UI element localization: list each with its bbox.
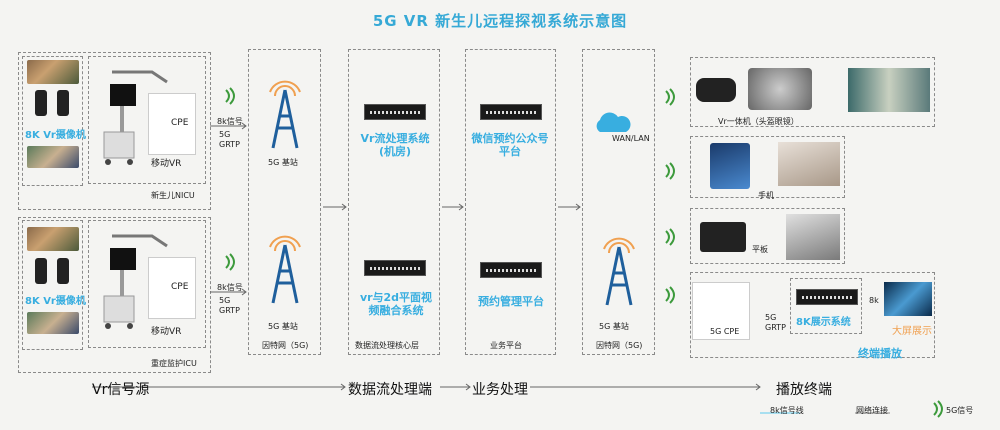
phone-icon (710, 143, 750, 189)
legend-8k-line: 8k信号线 (770, 406, 804, 415)
cpe-device: CPE (148, 93, 196, 155)
tablet-label: 平板 (752, 245, 768, 254)
phone-label: 手机 (758, 191, 774, 200)
5g-signal-icon (665, 286, 675, 304)
server-icon (364, 260, 426, 276)
wechat-platform: 微信预约公众号平台 (471, 132, 549, 158)
vr-stream-system: Vr流处理系统(机房) (360, 132, 430, 158)
biz-column (465, 49, 556, 355)
vr-view-image (748, 68, 812, 110)
5g-cpe-device (692, 282, 750, 340)
bs-label: 5G 基站 (268, 158, 298, 167)
source-icu-frame (18, 217, 211, 373)
camera-frame-top (22, 56, 83, 186)
mobile-vr-frame (88, 220, 206, 348)
vr-cart-icon (103, 70, 168, 165)
5g-signal-icon (225, 253, 235, 271)
panorama-thumb (27, 312, 79, 334)
phone-user-image (778, 142, 840, 186)
icu-caption: 重症监护ICU (151, 359, 197, 368)
link-grtp-label: 5G GRTP (219, 296, 240, 315)
link-8k-label: 8k信号 (217, 117, 243, 126)
mobile-vr-label: 移动VR (151, 159, 182, 169)
biz-caption: 业务平台 (490, 341, 522, 350)
mobile-vr-label: 移动VR (151, 327, 182, 337)
vr-camera-icon (35, 258, 47, 284)
diagram-title: 5G VR 新生儿远程探视系统示意图 (372, 12, 628, 30)
tablet-icon (700, 222, 746, 252)
cpe-label: CPE (171, 118, 189, 128)
cloud-icon (596, 112, 631, 132)
big-screen-image (884, 282, 932, 316)
server-icon (480, 262, 542, 278)
mobile-vr-frame (88, 56, 206, 184)
nicu-caption: 新生儿NICU (151, 191, 195, 200)
tablet-user-image (786, 214, 840, 260)
terminal-play-caption: 终端播放 (858, 347, 902, 360)
core-column (348, 49, 440, 355)
panorama-thumb (27, 227, 79, 251)
5g-signal-icon (665, 162, 675, 180)
vr-cart-icon (103, 234, 168, 329)
flow-terminal-label: 播放终端 (776, 382, 832, 398)
camera-label: 8K Vr摄像机 (25, 130, 86, 141)
link-8k-label: 8k信号 (217, 283, 243, 292)
legend-network: 网络连接 (856, 406, 888, 415)
vr-headset-icon (696, 78, 736, 102)
big-screen-label: 大屏展示 (892, 326, 932, 337)
cpe-device: CPE (148, 257, 196, 319)
panorama-thumb (27, 146, 79, 168)
legend-5g-signal-icon (933, 400, 943, 418)
flow-process-label: 数据流处理端 (348, 382, 432, 398)
vr-camera-icon (57, 258, 69, 284)
legend-5g-signal: 5G信号 (946, 406, 974, 415)
camera-frame-bottom (22, 220, 83, 350)
display-8k-label: 8k (869, 296, 879, 305)
core-caption: 数据流处理核心层 (355, 341, 419, 350)
flow-source-label: Vr信号源 (92, 382, 150, 398)
5g-tower-icon (269, 235, 301, 304)
panorama-thumb (27, 60, 79, 84)
flow-business-label: 业务处理 (472, 382, 528, 398)
5g-tower-icon (603, 237, 635, 306)
vr-camera-icon (35, 90, 47, 116)
bs-column-left (248, 49, 321, 355)
camera-label: 8K Vr摄像机 (25, 296, 86, 307)
server-icon (480, 104, 542, 120)
bs-label: 5G 基站 (599, 322, 629, 331)
ward-panorama-image (848, 68, 930, 112)
5g-signal-icon (225, 87, 235, 105)
bs-caption: 因特网（5G) (596, 341, 643, 350)
5g-signal-icon (665, 88, 675, 106)
server-icon (796, 289, 858, 305)
5g-cpe-label: 5G CPE (710, 327, 740, 336)
link-grtp-label: 5G GRTP (219, 130, 240, 149)
5g-tower-icon (269, 80, 301, 149)
tablet-terminal-frame (690, 208, 845, 264)
vr-terminal-frame (690, 57, 935, 127)
display-system-frame (790, 278, 862, 334)
display-system-label: 8K展示系统 (796, 317, 851, 328)
vr-2d-fusion-system: vr与2d平面视频融合系统 (359, 291, 433, 317)
server-icon (364, 104, 426, 120)
wan-lan-label: WAN/LAN (612, 134, 650, 143)
booking-platform: 预约管理平台 (478, 295, 544, 308)
cpe-label: CPE (171, 282, 189, 292)
display-terminal-frame (690, 272, 935, 358)
net-column-right (582, 49, 655, 355)
bs-label: 5G 基站 (268, 322, 298, 331)
display-link-label: 5G GRTP (765, 313, 786, 332)
vr-terminal-label: Vr一体机（头盔眼镜） (718, 117, 799, 126)
5g-signal-icon (665, 228, 675, 246)
bs-caption: 因特网（5G) (262, 341, 309, 350)
phone-terminal-frame (690, 136, 845, 198)
source-nicu-frame (18, 52, 211, 210)
vr-camera-icon (57, 90, 69, 116)
